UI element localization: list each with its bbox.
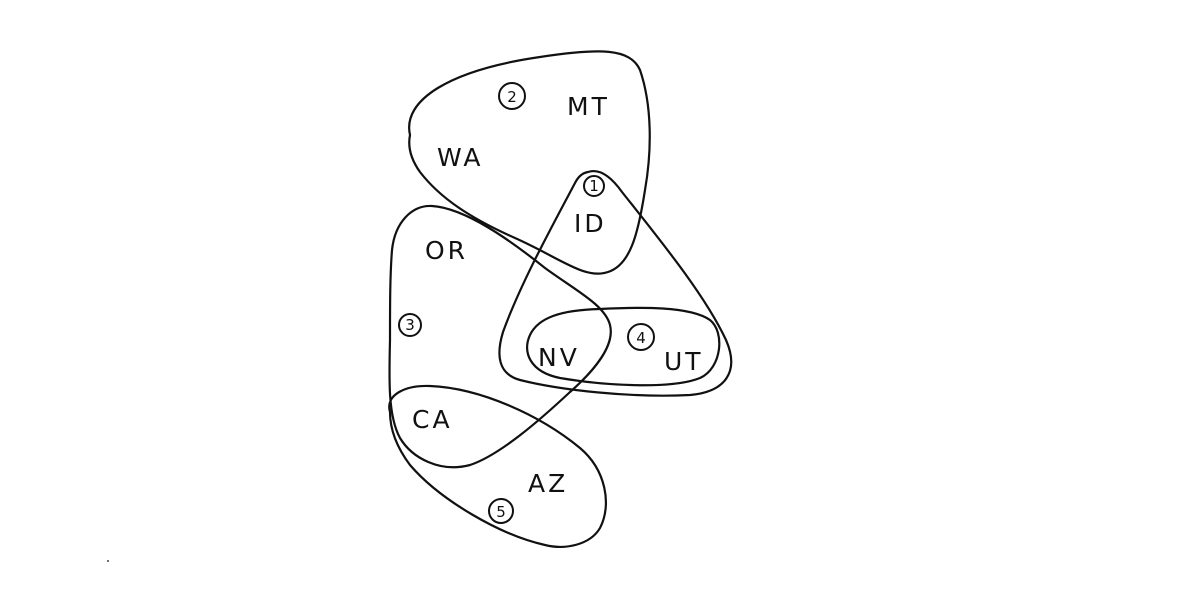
group-marker-1: 1 xyxy=(583,175,605,197)
state-label-mt: MT xyxy=(567,92,610,121)
group-number-1: 1 xyxy=(589,177,599,195)
state-label-ca: CA xyxy=(412,405,453,434)
group-marker-4: 4 xyxy=(627,323,655,351)
state-label-wa: WA xyxy=(437,143,483,172)
region-group-2 xyxy=(408,50,651,275)
state-label-ut: UT xyxy=(664,347,704,376)
scan-speck xyxy=(107,560,109,562)
group-number-4: 4 xyxy=(636,329,646,347)
group-number-3: 3 xyxy=(405,316,415,334)
region-group-3 xyxy=(388,204,612,469)
region-group-1 xyxy=(498,170,733,397)
region-group-5 xyxy=(388,384,607,548)
group-marker-2: 2 xyxy=(498,82,526,110)
group-marker-5: 5 xyxy=(488,498,514,524)
state-label-az: AZ xyxy=(528,469,568,498)
group-number-2: 2 xyxy=(507,88,517,106)
group-marker-3: 3 xyxy=(398,313,422,337)
state-label-or: OR xyxy=(425,236,468,265)
state-label-id: ID xyxy=(574,209,607,238)
group-number-5: 5 xyxy=(496,503,506,521)
state-label-nv: NV xyxy=(538,343,580,372)
region-group-4 xyxy=(526,306,721,387)
